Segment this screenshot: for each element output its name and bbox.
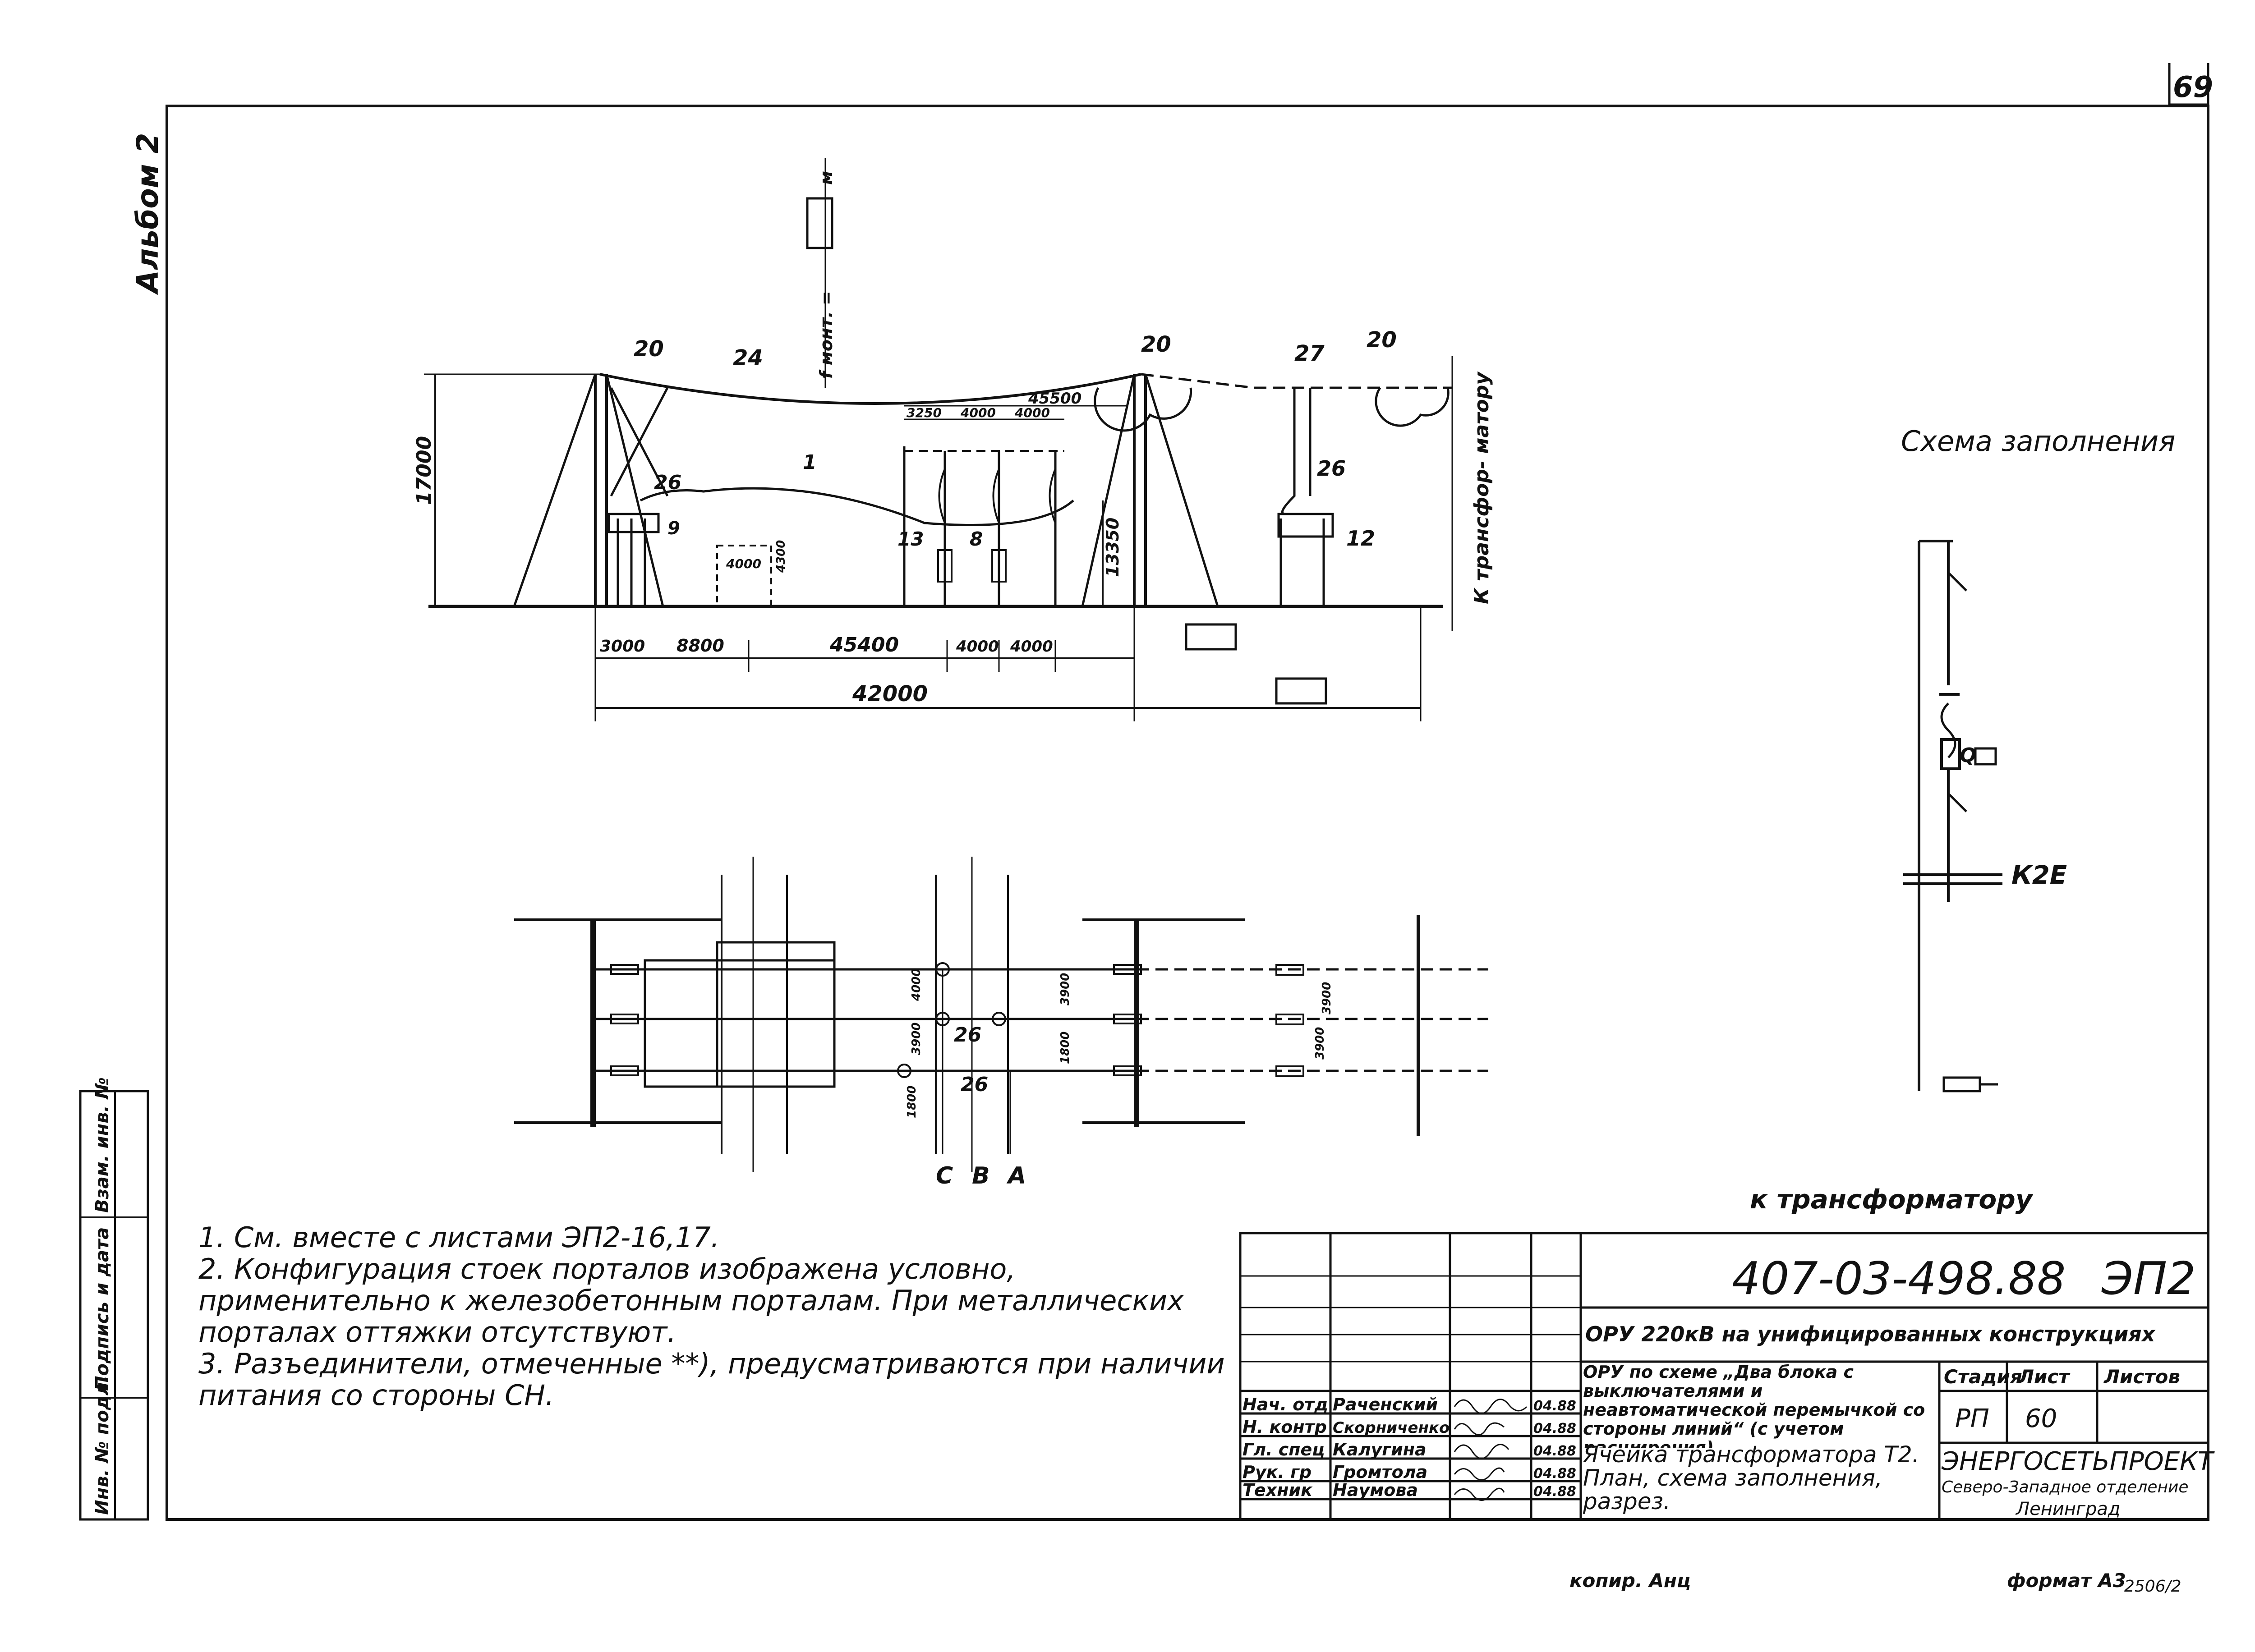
section-small-dim-0: 4000 [726, 556, 761, 571]
note-3: 3. Разъединители, отмеченные **), предус… [198, 1347, 1225, 1412]
callout-26-left: 26 [654, 471, 681, 494]
section-dim-bottom-1: 8800 [676, 636, 724, 656]
col-header-sheet: Лист [2017, 1366, 2071, 1388]
plan-dim-4: 1800 [1058, 1032, 1072, 1064]
section-dim-top-0: 3250 [907, 405, 942, 420]
phase-b-label: В [972, 1162, 990, 1189]
project-title: ОРУ 220кВ на унифицированных конструкция… [1585, 1322, 2156, 1346]
staff-date: 04.88 [1533, 1466, 1576, 1482]
phase-a-label: А [1006, 1162, 1026, 1189]
plan-labels: С В А 26 26 4000 3900 1800 3900 1800 390… [905, 968, 1334, 1189]
stamp-inv-podl: Инв. № подл. [92, 1375, 113, 1515]
plan-callout-26-a: 26 [954, 1023, 981, 1046]
stamp-vzam-inv: Взам. инв. № [92, 1077, 113, 1213]
note-2: 2. Конфигурация стоек порталов изображен… [198, 1253, 1184, 1349]
callout-12: 12 [1346, 526, 1375, 551]
col-header-sheets: Листов [2103, 1366, 2180, 1388]
callout-26-right: 26 [1317, 456, 1346, 481]
staff-name: Калугина [1333, 1440, 1427, 1459]
signatures [1454, 1399, 1528, 1501]
section-labels: 17000 13350 3000 8800 45400 4000 4000 42… [413, 171, 1493, 707]
section-dim-bottom-3: 4000 [956, 638, 999, 656]
drawing-title: Ячейка трансформатора Т2. План, схема за… [1583, 1443, 1919, 1514]
plan-dim-6: 3900 [1313, 1027, 1327, 1060]
format-label: формат А3 [2007, 1569, 2126, 1592]
org-city: Ленинград [2015, 1499, 2121, 1519]
scheme-desc: ОРУ по схеме „Два блока с выключателями … [1583, 1363, 1925, 1448]
section-dim-bottom-2: 45400 [829, 633, 899, 656]
staff-role: Техник [1243, 1480, 1313, 1500]
sheet-value: 60 [2025, 1404, 2057, 1433]
title-block-grid [1239, 1232, 2209, 1521]
callout-1: 1 [803, 451, 817, 474]
fill-scheme [1903, 540, 2002, 1092]
stamp-signature-date: Подпись и дата [92, 1227, 113, 1391]
callout-20-left: 20 [634, 336, 664, 362]
sag-unit: м [816, 171, 836, 185]
plan-view [514, 857, 1488, 1172]
org-branch: Северо-Западное отделение [1942, 1478, 2189, 1496]
section-view [424, 158, 1453, 721]
notes-box: 1. См. вместе с листами ЭП2-16,17. 2. Ко… [198, 1222, 1225, 1412]
scheme-title: Схема заполнения [1901, 425, 2175, 458]
page-number: 69 [2173, 71, 2213, 104]
copied-label: копир. Анц [1569, 1569, 1691, 1592]
to-transformer-vertical: К трансфор- матору [1470, 371, 1493, 604]
staff-role: Гл. спец [1243, 1440, 1325, 1459]
drawing-title-box: Ячейка трансформатора Т2. План, схема за… [1583, 1443, 1919, 1514]
staff-role: Н. контр [1243, 1417, 1327, 1437]
sag-label: f монт. = [816, 291, 836, 379]
callout-8: 8 [970, 528, 983, 550]
staff-date: 04.88 [1533, 1421, 1576, 1436]
sheet-frame [166, 63, 2209, 1521]
scheme-desc-box: ОРУ по схеме „Два блока с выключателями … [1583, 1363, 1925, 1448]
callout-9: 9 [667, 518, 680, 539]
left-stamp [79, 1090, 149, 1521]
plan-dim-3: 3900 [1058, 973, 1072, 1005]
plan-dim-5: 3900 [1320, 982, 1334, 1014]
callout-24: 24 [733, 345, 763, 371]
code-label: 2506/2 [2124, 1577, 2181, 1596]
org-name: ЭНЕРГОСЕТЬПРОЕКТ [1941, 1447, 2215, 1476]
scheme-k-label: К2Е [2011, 861, 2067, 890]
staff-name: Наумова [1333, 1480, 1418, 1500]
staff-rows: Нач. отд Раченский 04.88 Н. контр Скорни… [1243, 1395, 1576, 1500]
album-label: Альбом 2 [130, 133, 165, 295]
plan-dim-1: 3900 [910, 1023, 923, 1055]
doc-number: 407-03-498.88 [1732, 1252, 2066, 1305]
section-height-dim: 17000 [413, 436, 436, 505]
staff-date: 04.88 [1533, 1443, 1576, 1459]
section-dim-total: 42000 [852, 681, 928, 707]
staff-date: 04.88 [1533, 1484, 1576, 1500]
section-dim-bottom-4: 4000 [1010, 638, 1053, 656]
callout-20-mid: 20 [1141, 332, 1171, 357]
plan-callout-26-b: 26 [961, 1073, 988, 1096]
callout-13: 13 [897, 528, 924, 550]
staff-role: Нач. отд [1243, 1395, 1328, 1414]
scheme-caption: к трансформатору [1750, 1184, 2034, 1215]
section-dim-top-1: 4000 [960, 405, 996, 420]
section-dim-bottom-0: 3000 [600, 637, 645, 656]
section-small-dim-1: 4300 [774, 540, 788, 573]
stage-value: РП [1955, 1404, 1989, 1433]
staff-role: Рук. гр [1243, 1462, 1312, 1482]
staff-name: Громтола [1333, 1462, 1427, 1482]
phase-c-label: С [936, 1162, 953, 1189]
section-dim-top-2: 4000 [1014, 405, 1050, 420]
note-1: 1. См. вместе с листами ЭП2-16,17. [198, 1222, 720, 1254]
scheme-q-label: Q [1960, 744, 1976, 767]
callout-20-right: 20 [1367, 327, 1397, 353]
plan-dim-0: 4000 [910, 968, 923, 1001]
staff-name: Раченский [1333, 1395, 1438, 1414]
plan-dim-2: 1800 [905, 1086, 919, 1118]
col-header-stage: Стадия [1944, 1366, 2022, 1388]
staff-date: 04.88 [1533, 1398, 1576, 1414]
scheme-title-text: Схема заполнения [1901, 425, 2175, 458]
staff-name: Скорниченко [1333, 1419, 1450, 1437]
section-span-dim: 45500 [1028, 390, 1081, 408]
section-right-dim: 13350 [1103, 518, 1123, 577]
sheet-code: ЭП2 [2101, 1252, 2196, 1305]
callout-27: 27 [1294, 341, 1325, 366]
